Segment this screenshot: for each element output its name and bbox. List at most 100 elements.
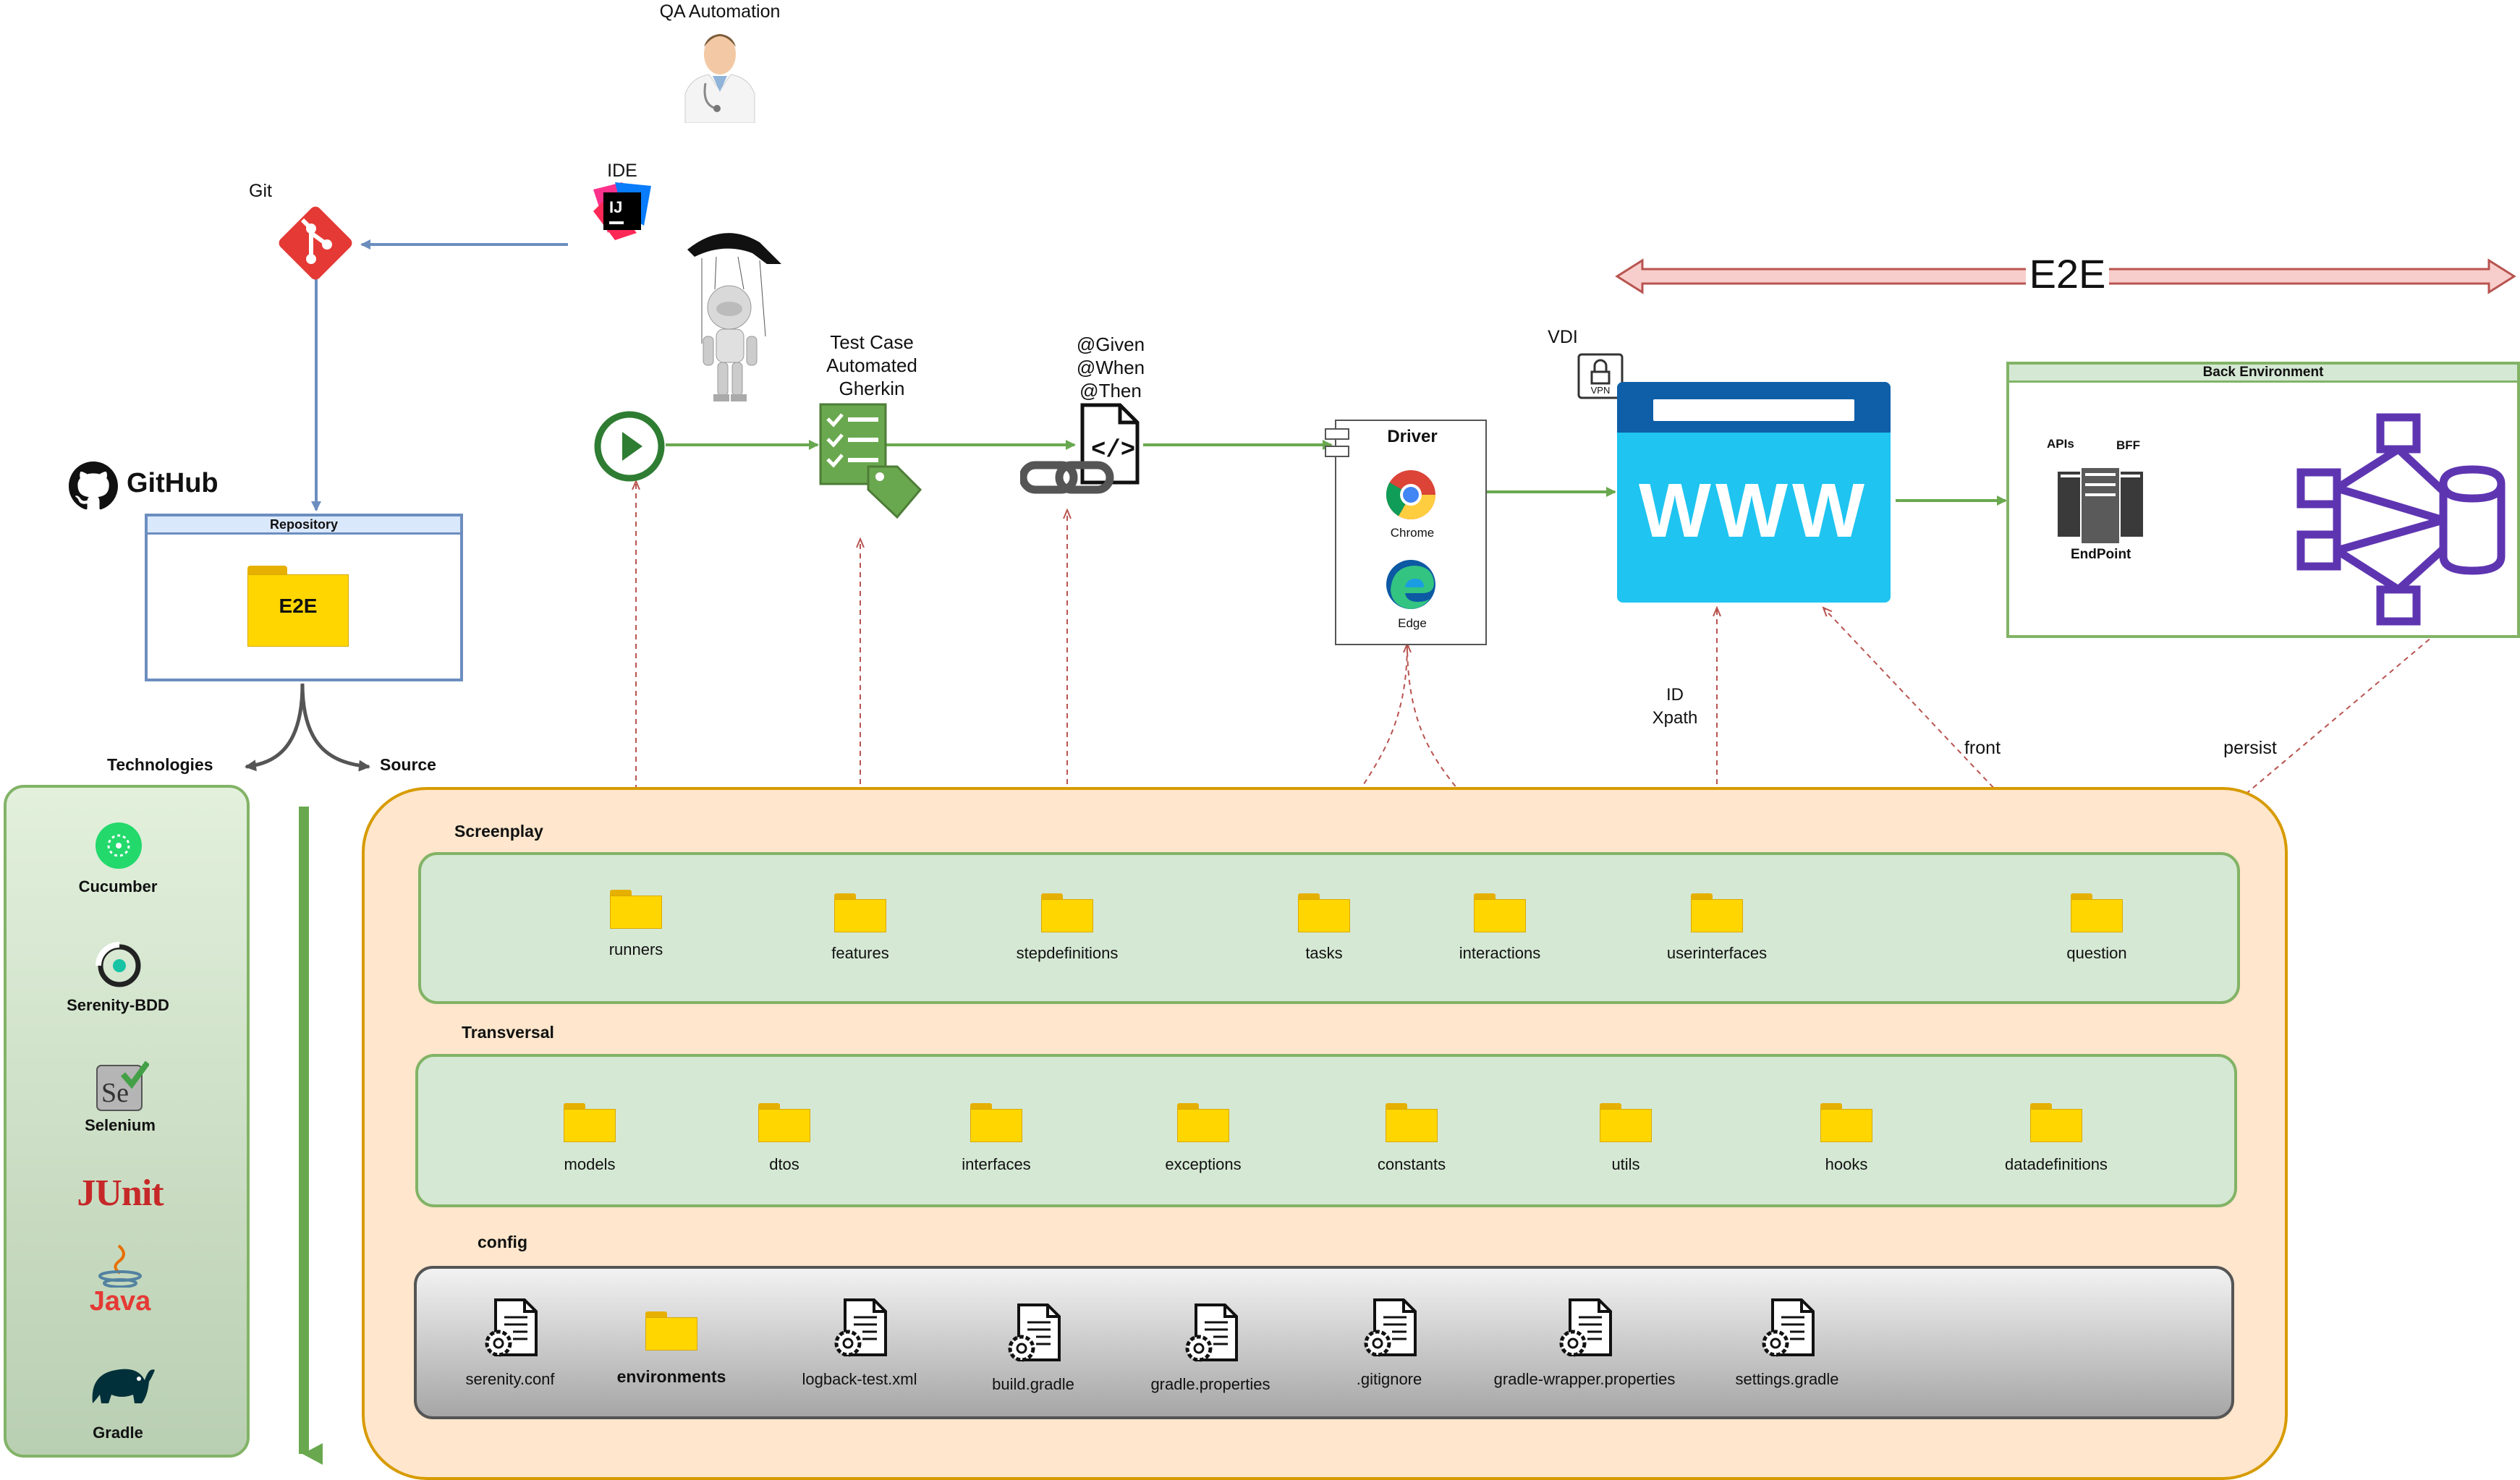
config-file-serenity-icon[interactable] xyxy=(481,1297,539,1358)
config-file-gradle-wrapper-icon[interactable] xyxy=(1556,1297,1613,1358)
database-network-icon xyxy=(2295,412,2512,632)
code-link-icon[interactable]: </> xyxy=(1019,401,1147,514)
tech-serenity-label: Serenity-BDD xyxy=(67,996,169,1014)
folder-interactions-label: interactions xyxy=(1459,944,1541,962)
config-gradle-properties-label: gradle.properties xyxy=(1150,1375,1270,1393)
repository-box[interactable]: Repository E2E xyxy=(145,514,463,681)
folder-question-label: question xyxy=(2066,944,2127,962)
intellij-icon[interactable]: IJ xyxy=(593,182,651,244)
folder-tasks-icon[interactable] xyxy=(1298,893,1350,932)
qa-label: QA Automation xyxy=(659,1,781,22)
gherkin-keywords-label: @Given @When @Then xyxy=(1042,333,1179,402)
folder-interfaces-icon[interactable] xyxy=(970,1103,1022,1142)
tech-selenium-label: Selenium xyxy=(85,1116,156,1134)
config-file-build-gradle-icon[interactable] xyxy=(1004,1302,1062,1363)
tech-junit-label: JUnit xyxy=(77,1173,164,1214)
folder-question-icon[interactable] xyxy=(2071,893,2123,932)
config-build-gradle-label: build.gradle xyxy=(992,1375,1074,1393)
doctor-avatar-icon xyxy=(676,25,763,127)
config-file-settings-gradle-icon[interactable] xyxy=(1758,1297,1816,1358)
test-case-label: Test Case Automated Gherkin xyxy=(796,331,948,400)
folder-utils-label: utils xyxy=(1611,1155,1640,1173)
locator-id: ID xyxy=(1666,685,1684,705)
git-label: Git xyxy=(249,181,272,201)
locator-label: ID Xpath xyxy=(1642,684,1707,730)
transversal-panel xyxy=(415,1054,2237,1207)
folder-userinterfaces-icon[interactable] xyxy=(1691,893,1743,932)
config-file-gitignore-icon[interactable] xyxy=(1360,1297,1418,1358)
vpn-lock-icon: VPN xyxy=(1577,353,1624,403)
locator-xpath: Xpath xyxy=(1652,708,1698,728)
checklist-tag-icon[interactable] xyxy=(818,401,926,532)
git-icon[interactable] xyxy=(275,203,356,287)
folder-models-icon[interactable] xyxy=(564,1103,616,1142)
folder-utils-icon[interactable] xyxy=(1600,1103,1652,1142)
folder-userinterfaces-label: userinterfaces xyxy=(1666,944,1768,962)
github-octocat-icon xyxy=(69,462,118,514)
tech-gradle-label: Gradle xyxy=(93,1424,143,1442)
config-logback-label: logback-test.xml xyxy=(802,1370,917,1388)
edge-label: Edge xyxy=(1398,616,1427,630)
vdi-label: VDI xyxy=(1548,327,1578,347)
bff-label: BFF xyxy=(2116,438,2141,452)
driver-title: Driver xyxy=(1387,427,1438,446)
folder-constants-label: constants xyxy=(1377,1155,1446,1173)
folder-stepdefinitions-label: stepdefinitions xyxy=(1016,944,1119,962)
run-play-icon[interactable] xyxy=(593,410,666,486)
tech-cucumber-label: Cucumber xyxy=(78,877,158,896)
www-label: WWW xyxy=(1638,468,1870,553)
selenium-icon: Se xyxy=(94,1060,150,1118)
folder-hooks-label: hooks xyxy=(1825,1155,1868,1173)
endpoint-label: EndPoint xyxy=(2071,547,2131,562)
svg-text:Se: Se xyxy=(101,1078,129,1108)
e2e-folder-icon[interactable]: E2E xyxy=(247,566,349,647)
config-file-logback-icon[interactable] xyxy=(831,1297,888,1358)
repo-split-right xyxy=(300,683,370,772)
back-environment-box[interactable]: Back Environment APIs BFF EndPoint xyxy=(2006,362,2520,638)
folder-tasks-label: tasks xyxy=(1305,944,1343,962)
technologies-branch-label: Technologies xyxy=(107,755,213,774)
github-label: GitHub xyxy=(127,468,219,498)
folder-features-label: features xyxy=(831,944,889,962)
folder-runners-label: runners xyxy=(608,940,663,958)
servers-icon xyxy=(2056,466,2147,549)
folder-stepdefinitions-icon[interactable] xyxy=(1041,893,1093,932)
folder-features-icon[interactable] xyxy=(834,893,886,932)
persist-label: persist xyxy=(2223,738,2277,758)
gradle-elephant-icon xyxy=(87,1360,156,1416)
folder-interfaces-label: interfaces xyxy=(962,1155,1031,1173)
folder-hooks-icon[interactable] xyxy=(1820,1103,1872,1142)
cucumber-icon xyxy=(94,821,143,874)
config-gitignore-label: .gitignore xyxy=(1356,1370,1422,1388)
folder-constants-icon[interactable] xyxy=(1386,1103,1438,1142)
address-bar[interactable] xyxy=(1653,399,1854,421)
serenity-bdd-icon xyxy=(94,940,145,995)
chrome-icon[interactable] xyxy=(1385,469,1437,524)
config-environments-label: environments xyxy=(616,1367,726,1386)
back-environment-title: Back Environment xyxy=(2009,365,2517,383)
chrome-label: Chrome xyxy=(1390,526,1435,540)
e2e-folder-label: E2E xyxy=(279,595,318,617)
technologies-panel xyxy=(4,785,250,1458)
www-browser[interactable]: WWW xyxy=(1617,382,1891,603)
config-gradle-wrapper-label: gradle-wrapper.properties xyxy=(1493,1370,1676,1388)
folder-datadefinitions-icon[interactable] xyxy=(2030,1103,2082,1142)
config-serenity-label: serenity.conf xyxy=(465,1370,555,1388)
screenplay-title: Screenplay xyxy=(454,822,543,841)
transversal-title: Transversal xyxy=(462,1023,554,1042)
folder-models-label: models xyxy=(564,1155,616,1173)
svg-text:</>: </> xyxy=(1091,437,1135,464)
when-keyword: @When xyxy=(1076,357,1145,378)
driver-box[interactable]: Driver Chrome Edge xyxy=(1325,420,1487,645)
config-file-gradle-properties-icon[interactable] xyxy=(1181,1302,1239,1363)
folder-dtos-icon[interactable] xyxy=(758,1103,810,1142)
folder-interactions-icon[interactable] xyxy=(1474,893,1526,932)
repository-title: Repository xyxy=(148,516,460,535)
folder-runners-icon[interactable] xyxy=(610,890,662,929)
folder-exceptions-icon[interactable] xyxy=(1177,1103,1229,1142)
folder-environments-icon[interactable] xyxy=(645,1311,697,1351)
tech-java-label: Java xyxy=(89,1286,151,1317)
edge-icon[interactable] xyxy=(1385,558,1437,614)
then-keyword: @Then xyxy=(1079,380,1142,401)
repo-split-left xyxy=(245,683,305,772)
